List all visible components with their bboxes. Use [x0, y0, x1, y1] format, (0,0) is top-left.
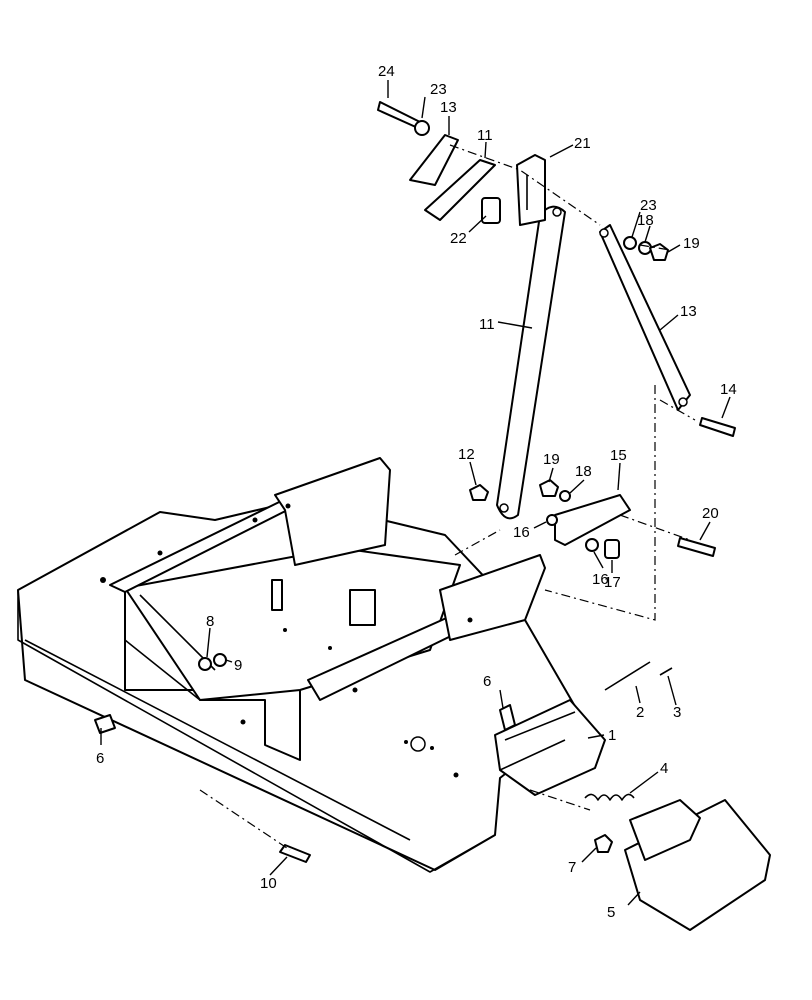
- callout-23b: 23: [640, 197, 657, 214]
- frame-tab: [271, 579, 283, 611]
- lower-bracket-plate: [554, 494, 631, 546]
- callout-24: 24: [378, 63, 395, 80]
- callout-11b: 11: [479, 316, 495, 333]
- callout-8: 8: [206, 613, 214, 630]
- callout-7: 7: [568, 859, 576, 876]
- bolt-14: [699, 417, 736, 437]
- washer-16-upper: [546, 514, 558, 526]
- deck-front-edge: [24, 639, 411, 841]
- frame-right-upright: [439, 554, 546, 641]
- frame-hole: [328, 646, 332, 650]
- callout-1: 1: [608, 727, 616, 744]
- washer-23-top: [414, 120, 430, 136]
- pin-20: [677, 537, 716, 557]
- upper-link-right: [599, 224, 691, 411]
- callout-23: 23: [430, 81, 447, 98]
- link-hole: [678, 397, 688, 407]
- frame-hole: [285, 503, 291, 509]
- rear-bracket-lip: [499, 711, 576, 771]
- callout-5: 5: [607, 904, 615, 921]
- callout-18b: 18: [575, 463, 592, 480]
- cotter-pin: [659, 667, 673, 676]
- callout-10: 10: [260, 875, 277, 892]
- callout-15: 15: [610, 447, 627, 464]
- hinge-rod: [604, 661, 651, 691]
- callout-22: 22: [450, 230, 467, 247]
- nut-19-lower: [539, 479, 559, 497]
- nut-12: [469, 484, 489, 501]
- bolt-10: [279, 844, 311, 863]
- lockwasher-18-lower: [559, 490, 571, 502]
- callout-14: 14: [720, 381, 737, 398]
- deck-spindle-hole: [410, 736, 426, 752]
- callout-16: 16: [513, 524, 530, 541]
- nut-7: [594, 834, 613, 853]
- frame-hole: [252, 517, 258, 523]
- spacer-17: [604, 539, 620, 559]
- callout-21: 21: [574, 135, 591, 152]
- washer-16-lower: [585, 538, 599, 552]
- callout-2: 2: [636, 704, 644, 721]
- callout-12: 12: [458, 446, 475, 463]
- torsion-spring: [584, 793, 635, 801]
- deck-skirt: [17, 590, 496, 873]
- spacer-22: [481, 197, 501, 224]
- bolt-6-right: [499, 704, 516, 731]
- callout-leaders: [100, 80, 731, 906]
- upper-link-left: [496, 205, 566, 520]
- callout-6b: 6: [483, 673, 491, 690]
- frame-left-upright: [274, 457, 391, 566]
- frame-hole: [467, 617, 473, 623]
- callout-19: 19: [683, 235, 700, 252]
- link-hole: [552, 207, 562, 217]
- callout-17: 17: [604, 574, 621, 591]
- bolt-24: [377, 101, 421, 129]
- callout-13b: 13: [680, 303, 697, 320]
- deck-bolt-hole: [430, 746, 434, 750]
- callout-9: 9: [234, 657, 242, 674]
- callout-labels: 24 23 13 11 21 22 23 18 19 11 13 14 12 1…: [96, 63, 737, 921]
- callout-4: 4: [660, 760, 668, 777]
- callout-18: 18: [637, 212, 654, 229]
- nut-8: [198, 657, 212, 671]
- callout-16b: 16: [592, 571, 609, 588]
- callout-13: 13: [440, 99, 457, 116]
- callout-11: 11: [477, 127, 493, 144]
- bolt-6-left: [94, 714, 116, 734]
- frame-hole: [283, 628, 287, 632]
- washer-23: [623, 236, 637, 250]
- chute-hinge: [629, 799, 701, 861]
- nut-19-top: [649, 243, 669, 261]
- frame-hole: [352, 687, 358, 693]
- link-hole: [599, 228, 609, 238]
- frame-hole: [240, 719, 246, 725]
- frame-hole: [157, 550, 163, 556]
- frame-tab: [349, 589, 376, 626]
- callout-19b: 19: [543, 451, 560, 468]
- deck-bolt-hole: [453, 772, 459, 778]
- deck-bolt-hole: [100, 577, 106, 583]
- center-lines: [199, 144, 696, 851]
- pivot-block: [516, 154, 546, 226]
- washer-9: [213, 653, 227, 667]
- bracket-13-top: [409, 134, 459, 186]
- deck-bolt-hole: [404, 740, 408, 744]
- callout-3: 3: [673, 704, 681, 721]
- link-hole: [499, 503, 509, 513]
- callout-6: 6: [96, 750, 104, 767]
- callout-20: 20: [702, 505, 719, 522]
- bracket-11-top: [424, 159, 496, 221]
